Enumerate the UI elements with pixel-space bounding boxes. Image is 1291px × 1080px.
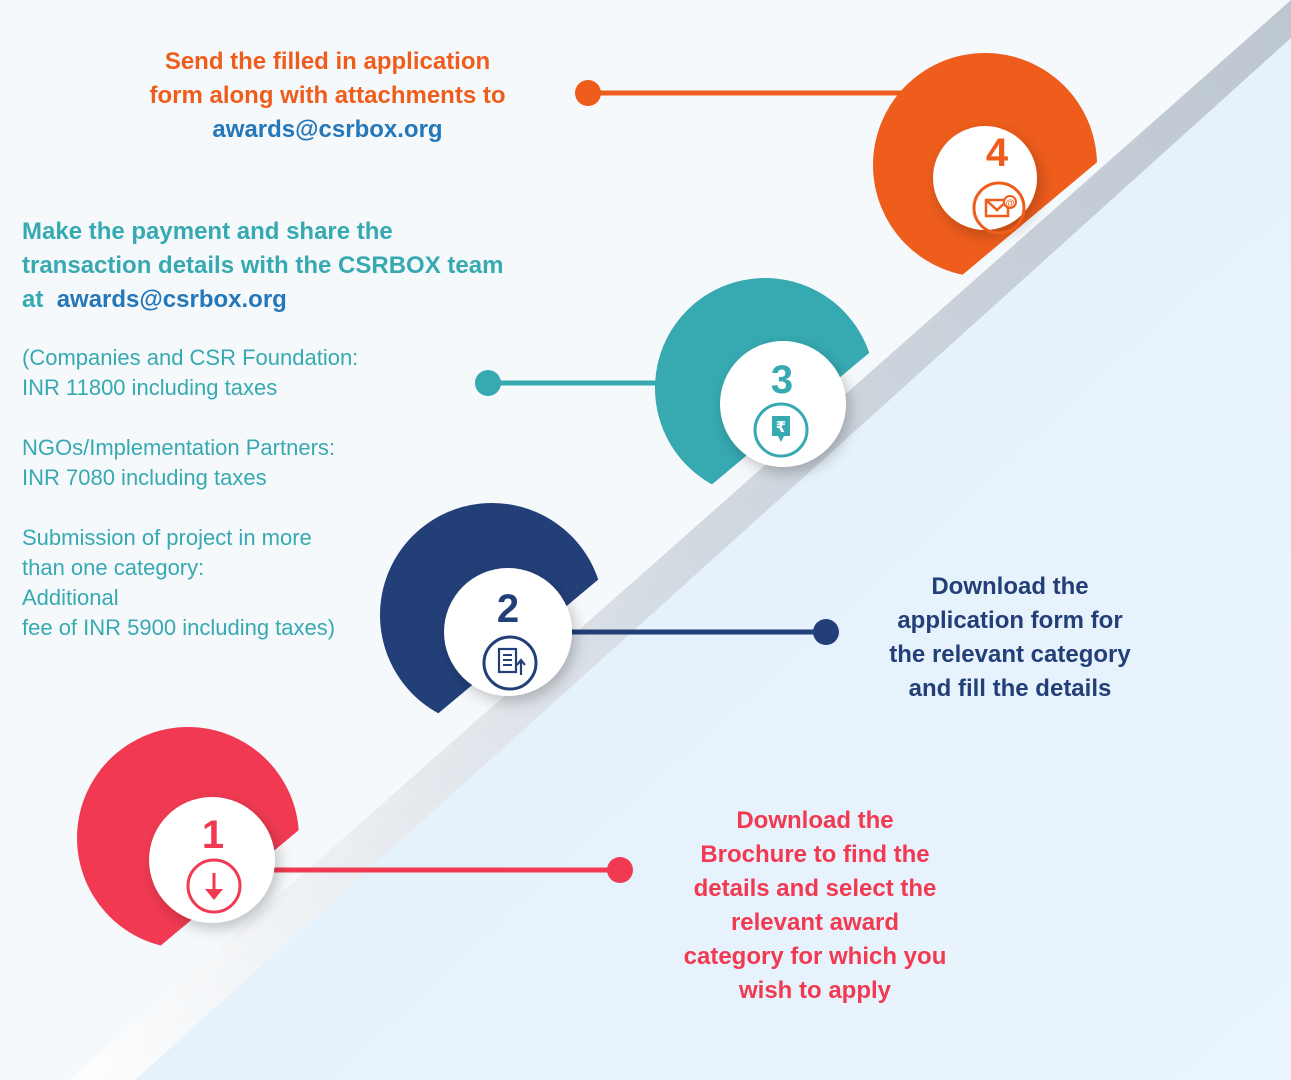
step-2-number: 2 <box>497 587 519 631</box>
step-4-line-1: Send the filled in application <box>164 48 491 75</box>
step-1-badge: 1 <box>77 727 299 949</box>
fee-additional-category: Submission of project in more than one c… <box>22 525 336 640</box>
step-3-number: 3 <box>771 358 793 402</box>
step-4-email-link[interactable]: awards@csrbox.org <box>212 116 443 143</box>
svg-text:₹: ₹ <box>776 418 786 436</box>
step-2-badge: 2 <box>380 503 604 727</box>
fee-companies: (Companies and CSR Foundation: INR 11800… <box>22 345 359 400</box>
step-3-line-3: at awards@csrbox.org <box>22 286 287 313</box>
fee-ngos: NGOs/Implementation Partners: INR 7080 i… <box>22 435 336 490</box>
download-icon <box>186 858 242 914</box>
step-3-line-2: transaction details with the CSRBOX team <box>22 252 504 279</box>
diagonal-band <box>70 0 1291 1080</box>
connector-step-2 <box>540 619 839 645</box>
step-4-number: 4 <box>986 131 1009 175</box>
svg-text:@: @ <box>1006 198 1015 208</box>
email-send-icon: @ <box>972 181 1026 235</box>
connector-step-4 <box>575 80 930 106</box>
step-4-text: Send the filled in application form alon… <box>100 45 555 147</box>
step-3-email-link[interactable]: awards@csrbox.org <box>56 286 287 313</box>
rupee-payment-icon: ₹ <box>753 402 809 458</box>
connector-step-1 <box>240 857 633 883</box>
step-1-number: 1 <box>202 813 224 857</box>
step-3-badge: 3 ₹ <box>655 278 875 498</box>
document-upload-icon <box>482 635 538 691</box>
step-1-text: Download the Brochure to find the detail… <box>683 807 947 1004</box>
step-3-line-1: Make the payment and share the <box>22 218 393 245</box>
step-3-fee-details: (Companies and CSR Foundation: INR 11800… <box>22 343 462 673</box>
step-2-text: Download the application form for the re… <box>889 573 1131 702</box>
step-3-text: Make the payment and share the transacti… <box>22 215 582 317</box>
step-4-line-2: form along with attachments to <box>149 82 506 109</box>
